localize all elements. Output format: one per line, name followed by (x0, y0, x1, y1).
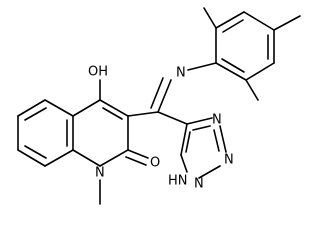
tetrazole-n1-label: N (212, 113, 222, 128)
tetrazole-ring (157, 111, 227, 179)
hydroxyl-label: OH (88, 65, 108, 80)
carbonyl-oxygen-label: O (150, 156, 160, 171)
quinolinone-core (17, 79, 159, 205)
tetrazole-n3-label: N (194, 177, 204, 192)
ring-nitrogen-label: N (95, 166, 105, 181)
tetrazole-n2-label: N (224, 153, 234, 168)
imine-group (150, 62, 217, 113)
mesityl-ring (203, 7, 301, 101)
tetrazole-nh-label: HN (168, 174, 188, 189)
imine-nitrogen-label: N (176, 66, 186, 81)
